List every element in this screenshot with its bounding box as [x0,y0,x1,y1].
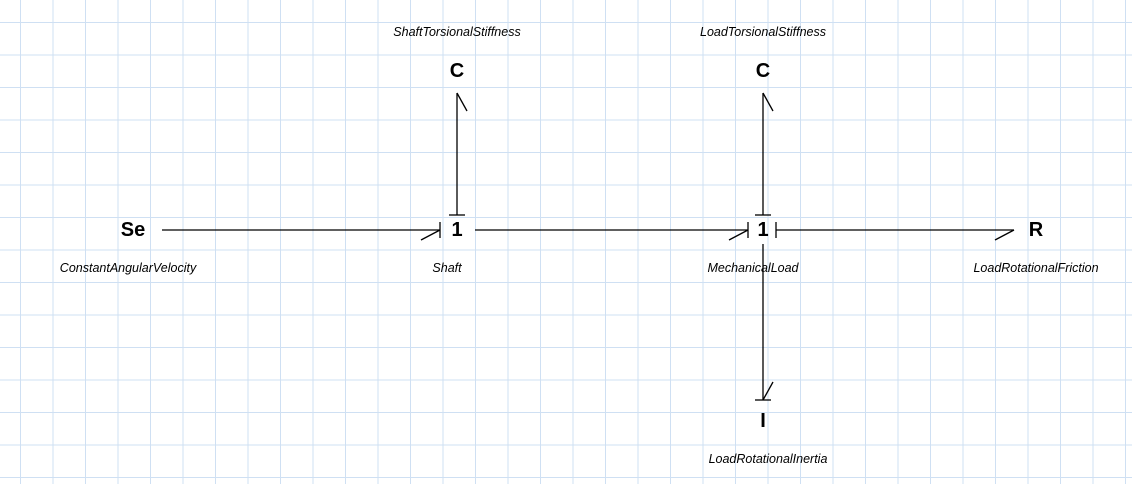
mechanical-load-label: MechanicalLoad [707,260,799,275]
load-stiffness-label: LoadTorsionalStiffness [699,24,827,39]
bond-shaft-to-load[interactable] [475,222,749,241]
load-one-junction[interactable]: 1 [757,219,769,241]
bond-load-to-friction[interactable] [775,222,1015,241]
bond-shaft-to-stiffness[interactable] [449,92,468,216]
i-element[interactable]: I [760,410,766,432]
rotational-inertia-label: LoadRotationalInertia [708,451,828,466]
bond-load-to-inertia[interactable] [755,244,774,401]
r-element[interactable]: R [1028,219,1044,241]
bond-se-to-shaft[interactable] [162,222,441,241]
shaft-stiffness-label: ShaftTorsionalStiffness [393,24,521,39]
rotational-friction-label: LoadRotationalFriction [973,260,1099,275]
bond-load-to-stiffness[interactable] [755,92,774,216]
se-label: ConstantAngularVelocity [59,260,197,275]
shaft-one-junction[interactable]: 1 [451,219,463,241]
se-element[interactable]: Se [120,219,146,241]
shaft-c-element[interactable]: C [449,60,465,82]
shaft-label: Shaft [432,260,462,275]
load-c-element[interactable]: C [755,60,771,82]
